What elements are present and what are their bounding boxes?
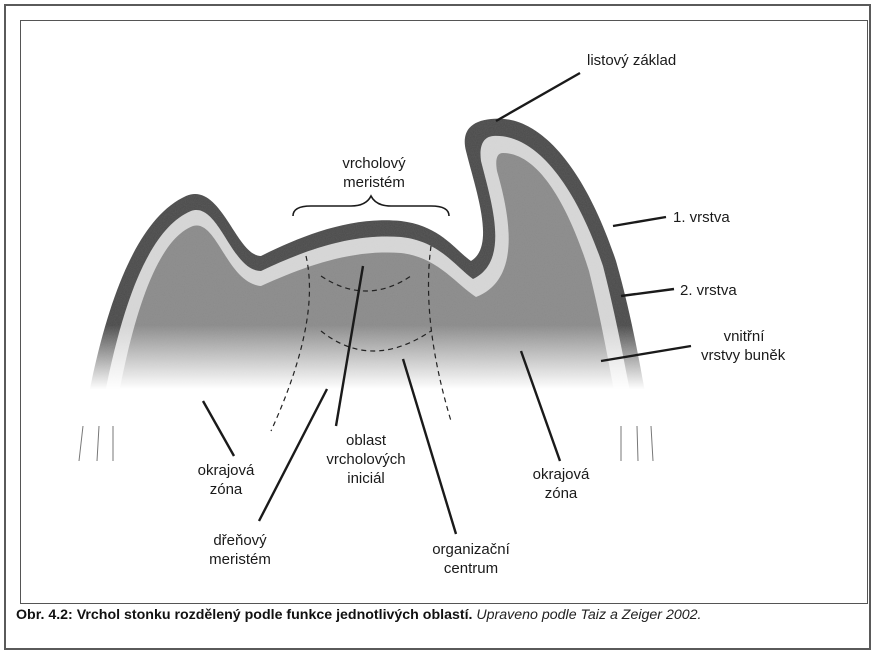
label-line: vrcholových <box>311 450 421 469</box>
label-vnitrni-vrstvy: vnitřní vrstvy buněk <box>701 327 787 365</box>
label-line: okrajová <box>516 465 606 484</box>
label-okrajova-zona-left: okrajová zóna <box>181 461 271 499</box>
caption-title: Obr. 4.2: Vrchol stonku rozdělený podle … <box>16 607 472 623</box>
stem-apex-diagram <box>21 21 867 603</box>
label-vrstva-1: 1. vrstva <box>673 208 730 227</box>
diagram-area: listový základ vrcholový meristém 1. vrs… <box>20 20 868 604</box>
label-line: zóna <box>516 484 606 503</box>
label-organizacni-centrum: organizační centrum <box>416 540 526 578</box>
label-vrstva-2: 2. vrstva <box>680 281 737 300</box>
label-line: dřeňový <box>195 531 285 550</box>
label-line: centrum <box>416 559 526 578</box>
label-vrcholovy-meristem: vrcholový meristém <box>321 154 427 192</box>
label-oblast-inicial: oblast vrcholových iniciál <box>311 431 421 488</box>
label-line: vrcholový <box>321 154 427 173</box>
label-line: oblast <box>311 431 421 450</box>
figure-caption: Obr. 4.2: Vrchol stonku rozdělený podle … <box>16 605 868 625</box>
caption-source: Upraveno podle Taiz a Zeiger 2002. <box>476 607 701 623</box>
figure-frame: listový základ vrcholový meristém 1. vrs… <box>4 4 871 650</box>
label-line: iniciál <box>311 469 421 488</box>
label-line: zóna <box>181 480 271 499</box>
label-line: vnitřní <box>701 327 787 346</box>
label-line: okrajová <box>181 461 271 480</box>
label-drenovy-meristem: dřeňový meristém <box>195 531 285 569</box>
label-listovy-zaklad: listový základ <box>587 51 676 70</box>
label-line: vrstvy buněk <box>701 346 787 365</box>
bottom-fade <box>61 171 681 451</box>
label-line: organizační <box>416 540 526 559</box>
label-okrajova-zona-right: okrajová zóna <box>516 465 606 503</box>
label-line: meristém <box>321 173 427 192</box>
label-line: meristém <box>195 550 285 569</box>
